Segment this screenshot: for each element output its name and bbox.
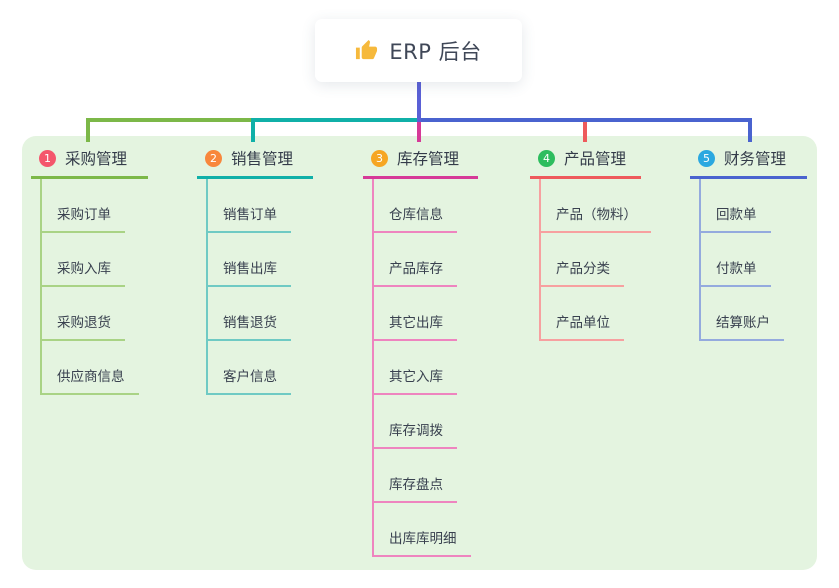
branch-node[interactable]: 2 销售管理	[197, 147, 313, 179]
root-node[interactable]: ERP 后台	[315, 19, 522, 82]
root-node-label: ERP 后台	[389, 39, 482, 64]
branch-connector-drop	[251, 118, 255, 142]
branch-node[interactable]: 3 库存管理	[363, 147, 478, 179]
leaf-node-label: 产品分类	[539, 257, 624, 287]
branch-items: 销售订单销售出库销售退货客户信息	[206, 179, 313, 395]
branch-2: 2 销售管理销售订单销售出库销售退货客户信息	[197, 147, 313, 395]
leaf-node[interactable]: 回款单	[699, 179, 807, 233]
leaf-node[interactable]: 仓库信息	[372, 179, 478, 233]
leaf-node-label: 产品库存	[372, 257, 457, 287]
branch-connector-horizontal	[251, 118, 421, 122]
leaf-node-label: 供应商信息	[40, 365, 139, 395]
leaf-node-label: 销售订单	[206, 203, 291, 233]
branch-number-badge: 5	[698, 149, 715, 167]
branch-node[interactable]: 4 产品管理	[530, 147, 641, 179]
branch-label: 销售管理	[231, 150, 294, 168]
leaf-node[interactable]: 结算账户	[699, 287, 807, 341]
leaf-node-label: 采购入库	[40, 257, 125, 287]
branch-connector-drop	[748, 118, 752, 142]
leaf-node[interactable]: 产品单位	[539, 287, 651, 341]
leaf-node-label: 回款单	[699, 203, 771, 233]
leaf-node[interactable]: 库存盘点	[372, 449, 478, 503]
branch-node[interactable]: 1 采购管理	[31, 147, 148, 179]
leaf-node[interactable]: 其它出库	[372, 287, 478, 341]
leaf-node[interactable]: 销售出库	[206, 233, 313, 287]
leaf-node-label: 库存调拨	[372, 419, 457, 449]
leaf-node[interactable]: 销售退货	[206, 287, 313, 341]
branch-3: 3 库存管理仓库信息产品库存其它出库其它入库库存调拨库存盘点出库库明细	[363, 147, 478, 557]
thumbs-up-icon	[355, 39, 378, 62]
leaf-node-label: 结算账户	[699, 311, 784, 341]
branch-number-badge: 3	[371, 149, 388, 167]
leaf-node-label: 其它出库	[372, 311, 457, 341]
leaf-node-label: 销售出库	[206, 257, 291, 287]
leaf-node-label: 客户信息	[206, 365, 291, 395]
root-connector-line	[417, 82, 421, 122]
leaf-node-label: 库存盘点	[372, 473, 457, 503]
leaf-node[interactable]: 其它入库	[372, 341, 478, 395]
leaf-node-label: 采购订单	[40, 203, 125, 233]
leaf-node[interactable]: 付款单	[699, 233, 807, 287]
leaf-node[interactable]: 采购订单	[40, 179, 148, 233]
leaf-node[interactable]: 产品分类	[539, 233, 651, 287]
leaf-node[interactable]: 产品库存	[372, 233, 478, 287]
leaf-node-label: 付款单	[699, 257, 771, 287]
leaf-node[interactable]: 采购入库	[40, 233, 148, 287]
branch-number-badge: 2	[205, 149, 222, 167]
leaf-node-label: 采购退货	[40, 311, 125, 341]
leaf-node-label: 产品单位	[539, 311, 624, 341]
leaf-node-label: 其它入库	[372, 365, 457, 395]
branch-items: 仓库信息产品库存其它出库其它入库库存调拨库存盘点出库库明细	[372, 179, 478, 557]
branch-connector-drop	[417, 118, 421, 142]
leaf-node[interactable]: 采购退货	[40, 287, 148, 341]
branch-number-badge: 1	[39, 149, 56, 167]
leaf-node[interactable]: 出库库明细	[372, 503, 478, 557]
branch-label: 库存管理	[397, 150, 460, 168]
leaf-node[interactable]: 销售订单	[206, 179, 313, 233]
branch-items: 采购订单采购入库采购退货供应商信息	[40, 179, 148, 395]
leaf-node[interactable]: 产品（物料）	[539, 179, 651, 233]
branch-node[interactable]: 5 财务管理	[690, 147, 807, 179]
branch-4: 4 产品管理产品（物料） 产品分类产品单位	[530, 147, 651, 341]
branch-number-badge: 4	[538, 149, 555, 167]
branches-panel-background	[22, 136, 817, 570]
leaf-node-label: 销售退货	[206, 311, 291, 341]
branch-items: 产品（物料） 产品分类产品单位	[539, 179, 651, 341]
branch-items: 回款单付款单结算账户	[699, 179, 807, 341]
branch-label: 采购管理	[65, 150, 128, 168]
leaf-node[interactable]: 供应商信息	[40, 341, 148, 395]
branch-label: 财务管理	[724, 150, 787, 168]
leaf-node[interactable]: 库存调拨	[372, 395, 478, 449]
leaf-node[interactable]: 客户信息	[206, 341, 313, 395]
branch-connector-drop	[86, 118, 90, 142]
branch-5: 5 财务管理回款单付款单结算账户	[690, 147, 807, 341]
branch-label: 产品管理	[564, 150, 627, 168]
leaf-node-label: 仓库信息	[372, 203, 457, 233]
branch-connector-drop	[583, 118, 587, 142]
branch-connector-horizontal	[417, 118, 752, 122]
leaf-node-label: 产品（物料）	[539, 203, 651, 233]
leaf-node-label: 出库库明细	[372, 527, 471, 557]
branch-1: 1 采购管理采购订单采购入库采购退货供应商信息	[31, 147, 148, 395]
